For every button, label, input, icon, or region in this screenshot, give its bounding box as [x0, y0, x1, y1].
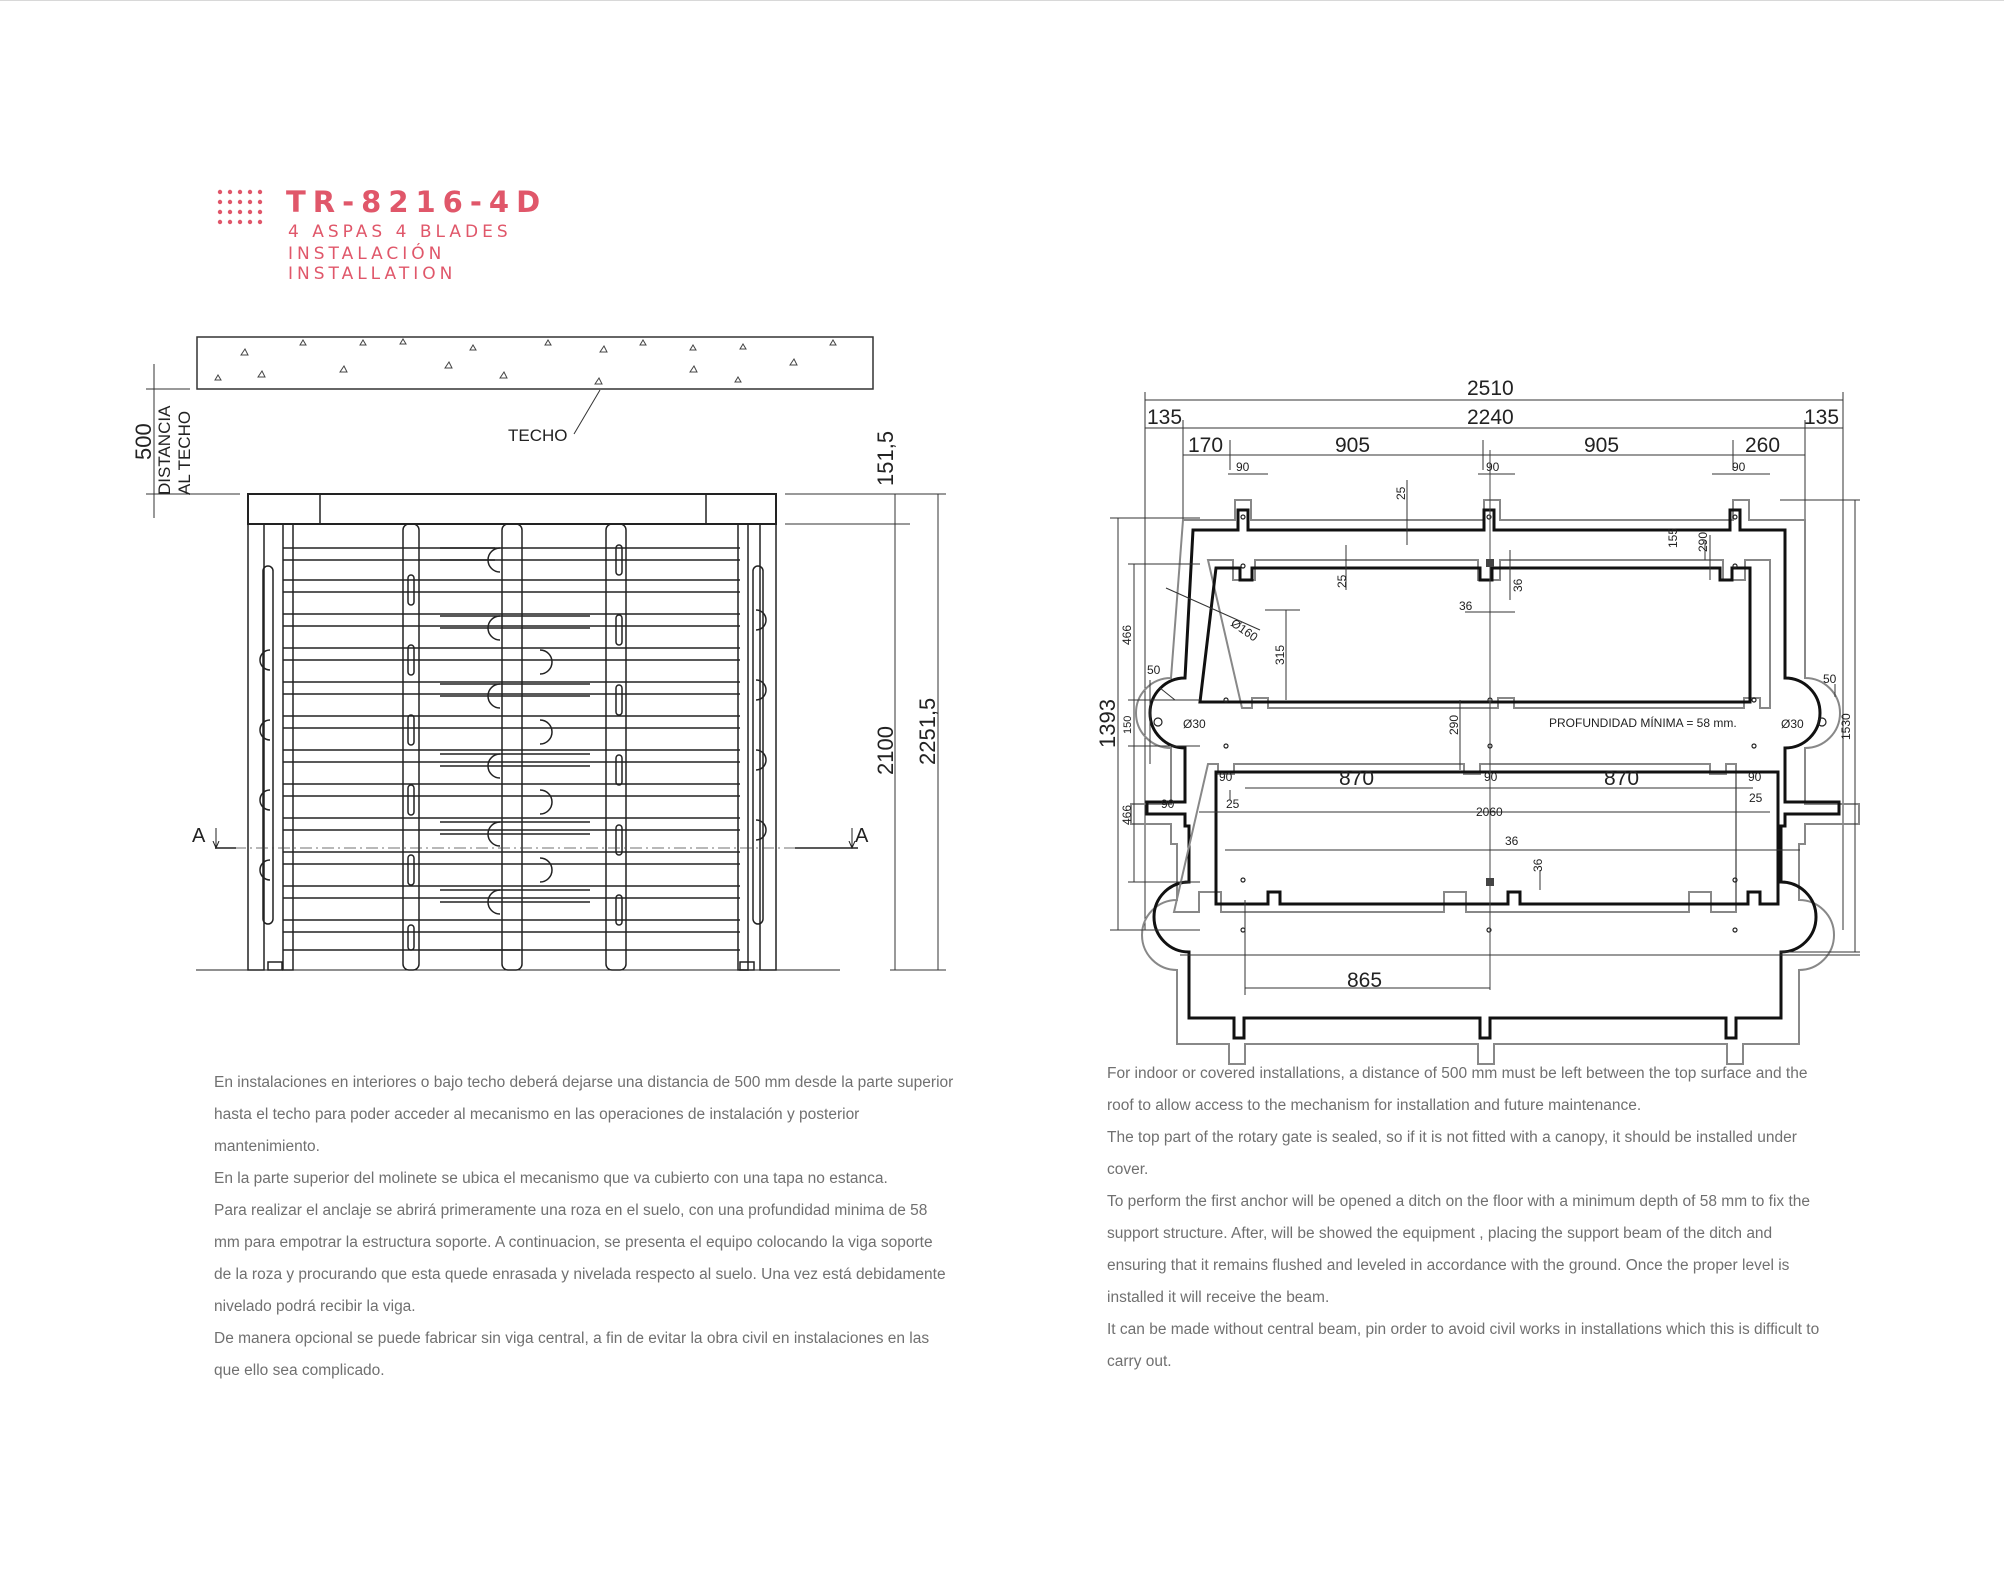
dim-25-left: 25 [1335, 574, 1349, 588]
dim-905-left: 905 [1335, 434, 1370, 457]
front-elevation-drawing: TECHO 500 DISTANCIA AL TECHO [131, 336, 946, 971]
dim-155: 155 [1666, 528, 1680, 548]
dim-1530: 1530 [1839, 713, 1853, 740]
dim-2240: 2240 [1467, 406, 1514, 429]
dim-170: 170 [1188, 434, 1223, 457]
inner-window-bottom-black [1214, 770, 1780, 906]
dim-466-top: 466 [1120, 625, 1134, 645]
outer-frame [1145, 508, 1841, 1040]
dim-500: 500 [131, 423, 156, 460]
dim-25-top: 25 [1394, 486, 1408, 500]
model-title: TR-8216-4D [286, 185, 548, 219]
dim-50-left: 50 [1147, 663, 1161, 677]
top-border-line [0, 0, 2004, 1]
paragraph-en-3: To perform the first anchor will be open… [1107, 1193, 1811, 1306]
paragraph-en-1: For indoor or covered installations, a d… [1107, 1065, 1808, 1114]
paragraph-es-1: En instalaciones en interiores o bajo te… [214, 1074, 954, 1155]
inner-window-bottom [1172, 763, 1737, 913]
floor-plan-drawing: 2510 2240 135 135 170 905 905 260 90 90 … [1095, 377, 1860, 1065]
dim-2060: 2060 [1476, 805, 1503, 819]
blades-subtitle: 4 ASPAS 4 BLADES [288, 222, 512, 242]
outer-frame-outline [1130, 499, 1860, 1065]
dim-36-bottom-v: 36 [1531, 858, 1545, 872]
techo-leader [573, 389, 601, 435]
dim-260: 260 [1745, 434, 1780, 457]
paragraph-es-2: En la parte superior del molinete se ubi… [214, 1170, 888, 1187]
concrete-hatch [214, 338, 837, 385]
paragraph-en-4: It can be made without central beam, pin… [1107, 1321, 1820, 1370]
techo-label: TECHO [508, 426, 568, 445]
dim-25-bottom-right: 25 [1749, 791, 1763, 805]
paragraph-es-3: Para realizar el anclaje se abrirá prime… [214, 1202, 946, 1315]
dim-2510: 2510 [1467, 377, 1514, 400]
distancia-label: DISTANCIA [155, 405, 174, 495]
section-marker-right: A [855, 825, 869, 847]
dim-150: 150 [1122, 716, 1134, 734]
dim-90-e: 90 [1484, 770, 1498, 784]
dim-160: Ø160 [1228, 616, 1260, 644]
dim-135-left: 135 [1147, 406, 1182, 429]
dim-290-top: 290 [1696, 532, 1710, 552]
description-spanish: En instalaciones en interiores o bajo te… [214, 1067, 954, 1387]
turnstile-top-cover [247, 493, 777, 525]
dim-50-right: 50 [1823, 672, 1837, 686]
dim-90-b: 90 [1486, 460, 1500, 474]
al-techo-label: AL TECHO [175, 411, 194, 495]
brand-dots-logo [217, 189, 263, 225]
dim-90-c: 90 [1732, 460, 1746, 474]
dim-2251-5: 2251,5 [915, 698, 940, 765]
dim-865: 865 [1347, 969, 1382, 992]
paragraph-es-4: De manera opcional se puede fabricar sin… [214, 1330, 930, 1379]
dim-36-bottom: 36 [1505, 834, 1519, 848]
section-marker-left: A [192, 825, 206, 847]
dim-315: 315 [1273, 645, 1287, 665]
installation-title-en: INSTALLATION [288, 264, 457, 284]
inner-window-top [1206, 559, 1771, 709]
dim-30-right: Ø30 [1781, 717, 1804, 731]
dim-870-left: 870 [1339, 767, 1374, 790]
dim-90-a: 90 [1236, 460, 1250, 474]
installation-title-es: INSTALACIÓN [288, 244, 446, 264]
depth-note: PROFUNDIDAD MÍNIMA = 58 mm. [1549, 715, 1737, 730]
dim-2100: 2100 [873, 726, 898, 775]
description-english: For indoor or covered installations, a d… [1107, 1058, 1827, 1378]
dim-135-right: 135 [1804, 406, 1839, 429]
paragraph-en-2: The top part of the rotary gate is seale… [1107, 1129, 1797, 1178]
dim-151-5: 151,5 [873, 431, 898, 486]
ceiling-slab [196, 336, 874, 390]
anchor-holes [1153, 514, 1827, 933]
dim-30-left: Ø30 [1183, 717, 1206, 731]
dim-870-right: 870 [1604, 767, 1639, 790]
dim-90-d: 90 [1219, 770, 1233, 784]
dim-290-mid: 290 [1447, 715, 1461, 735]
dim-36-top-v: 36 [1511, 578, 1525, 592]
dim-90-f: 90 [1748, 770, 1762, 784]
dim-36-top: 36 [1459, 599, 1473, 613]
dim-90-g: 90 [1161, 797, 1175, 811]
dim-25-bottom-left: 25 [1226, 797, 1240, 811]
inner-window-top-black [1198, 566, 1752, 704]
turnstile-frame [247, 523, 777, 971]
dim-1393: 1393 [1095, 699, 1120, 748]
dim-905-right: 905 [1584, 434, 1619, 457]
dim-466-bottom: 466 [1120, 805, 1134, 825]
